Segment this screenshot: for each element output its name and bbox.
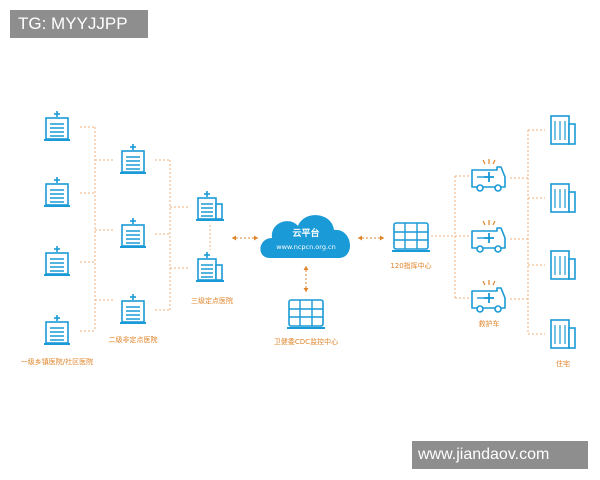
cloud-platform: 云平台 www.ncpcn.org.cn	[260, 215, 351, 258]
connector-level1	[80, 126, 115, 332]
cloud-title: 云平台	[292, 227, 319, 239]
level3-hospital-icon	[195, 190, 225, 222]
connector-ambulance	[431, 175, 470, 299]
level2-hospital-icon	[119, 293, 147, 325]
arrow-cloud-120	[358, 235, 384, 241]
residence-icon	[550, 115, 576, 145]
ambulance-label: 救护车	[479, 319, 500, 328]
arrow-hospital-cloud	[232, 235, 258, 241]
level2-hospital-icon	[119, 217, 147, 249]
residence-label: 住宅	[556, 359, 570, 368]
residence-icon	[550, 319, 576, 349]
connector-level2	[155, 159, 211, 311]
level3-hospital-icon	[195, 251, 225, 283]
watermark-bottom: www.jiandaov.com	[412, 441, 588, 469]
level1-hospital-icon	[43, 245, 71, 277]
level3-label: 三级定点医院	[191, 296, 233, 305]
ambulance-icon	[471, 219, 506, 253]
ambulance-icon	[471, 279, 506, 313]
level1-hospital-icon	[43, 314, 71, 346]
level1-label: 一级乡镇医院/社区医院	[21, 357, 93, 366]
cdc-monitor-icon	[286, 299, 326, 330]
residence-icon	[550, 183, 576, 213]
cloud-url: www.ncpcn.org.cn	[276, 243, 335, 251]
level2-hospital-icon	[119, 143, 147, 175]
residence-icon	[550, 250, 576, 280]
level2-label: 二级非定点医院	[109, 335, 158, 344]
watermark-top: TG: MYYJJPP	[10, 10, 148, 38]
ambulance-icon	[471, 158, 506, 192]
level1-hospital-icon	[43, 110, 71, 142]
command-center-label: 120指挥中心	[390, 261, 431, 270]
connector-residence	[510, 129, 545, 335]
level1-hospital-icon	[43, 176, 71, 208]
cdc-label: 卫健委CDC监控中心	[274, 337, 338, 346]
arrow-cloud-cdc	[303, 266, 309, 292]
command-center-icon	[391, 222, 431, 253]
